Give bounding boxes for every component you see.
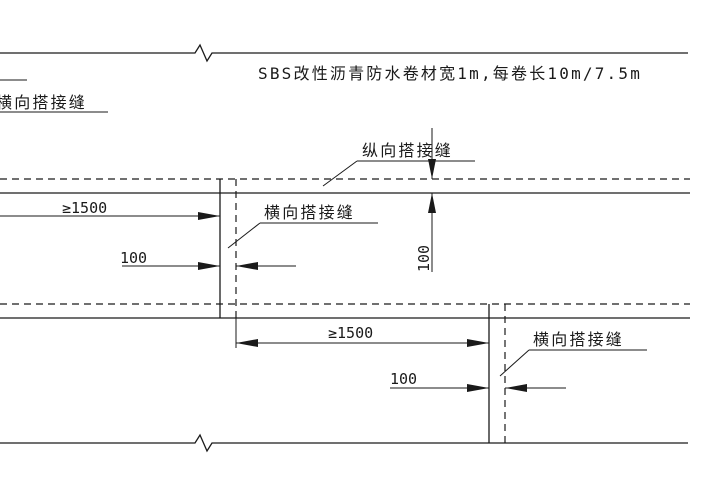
top-boundary-line — [0, 43, 688, 63]
lap-width-arrow-right-1 — [198, 262, 220, 270]
bottom-boundary-line — [0, 433, 688, 453]
min-offset-label-2: ≥1500 — [328, 324, 373, 342]
transverse-lap-leader-1 — [227, 222, 261, 249]
lap-width-arrow-left-1 — [236, 262, 258, 270]
min-offset-label-1: ≥1500 — [62, 199, 107, 217]
material-note: SBS改性沥青防水卷材宽1m,每卷长10m/7.5m — [258, 64, 642, 83]
transverse-lap-label-topleft: 横向搭接缝 — [0, 93, 87, 112]
longitudinal-lap-leader — [322, 160, 358, 187]
min-offset-arrow-1 — [198, 212, 220, 220]
lap-width-arrow-right-2 — [467, 384, 489, 392]
lap-width-arrow-left-2 — [505, 384, 527, 392]
transverse-lap-leader-2 — [499, 349, 530, 377]
longitudinal-dim-arrow-down — [428, 159, 436, 179]
transverse-lap-label-2: 横向搭接缝 — [533, 330, 624, 349]
lap-width-label-2: 100 — [390, 370, 417, 388]
min-offset-arrow-right-2 — [467, 339, 489, 347]
transverse-lap-label-1: 横向搭接缝 — [264, 203, 355, 222]
lap-width-label-1: 100 — [120, 249, 147, 267]
longitudinal-lap-width-label: 100 — [415, 245, 433, 272]
min-offset-arrow-left-2 — [236, 339, 258, 347]
longitudinal-dim-arrow-up — [428, 193, 436, 213]
longitudinal-lap-label: 纵向搭接缝 — [362, 141, 453, 160]
